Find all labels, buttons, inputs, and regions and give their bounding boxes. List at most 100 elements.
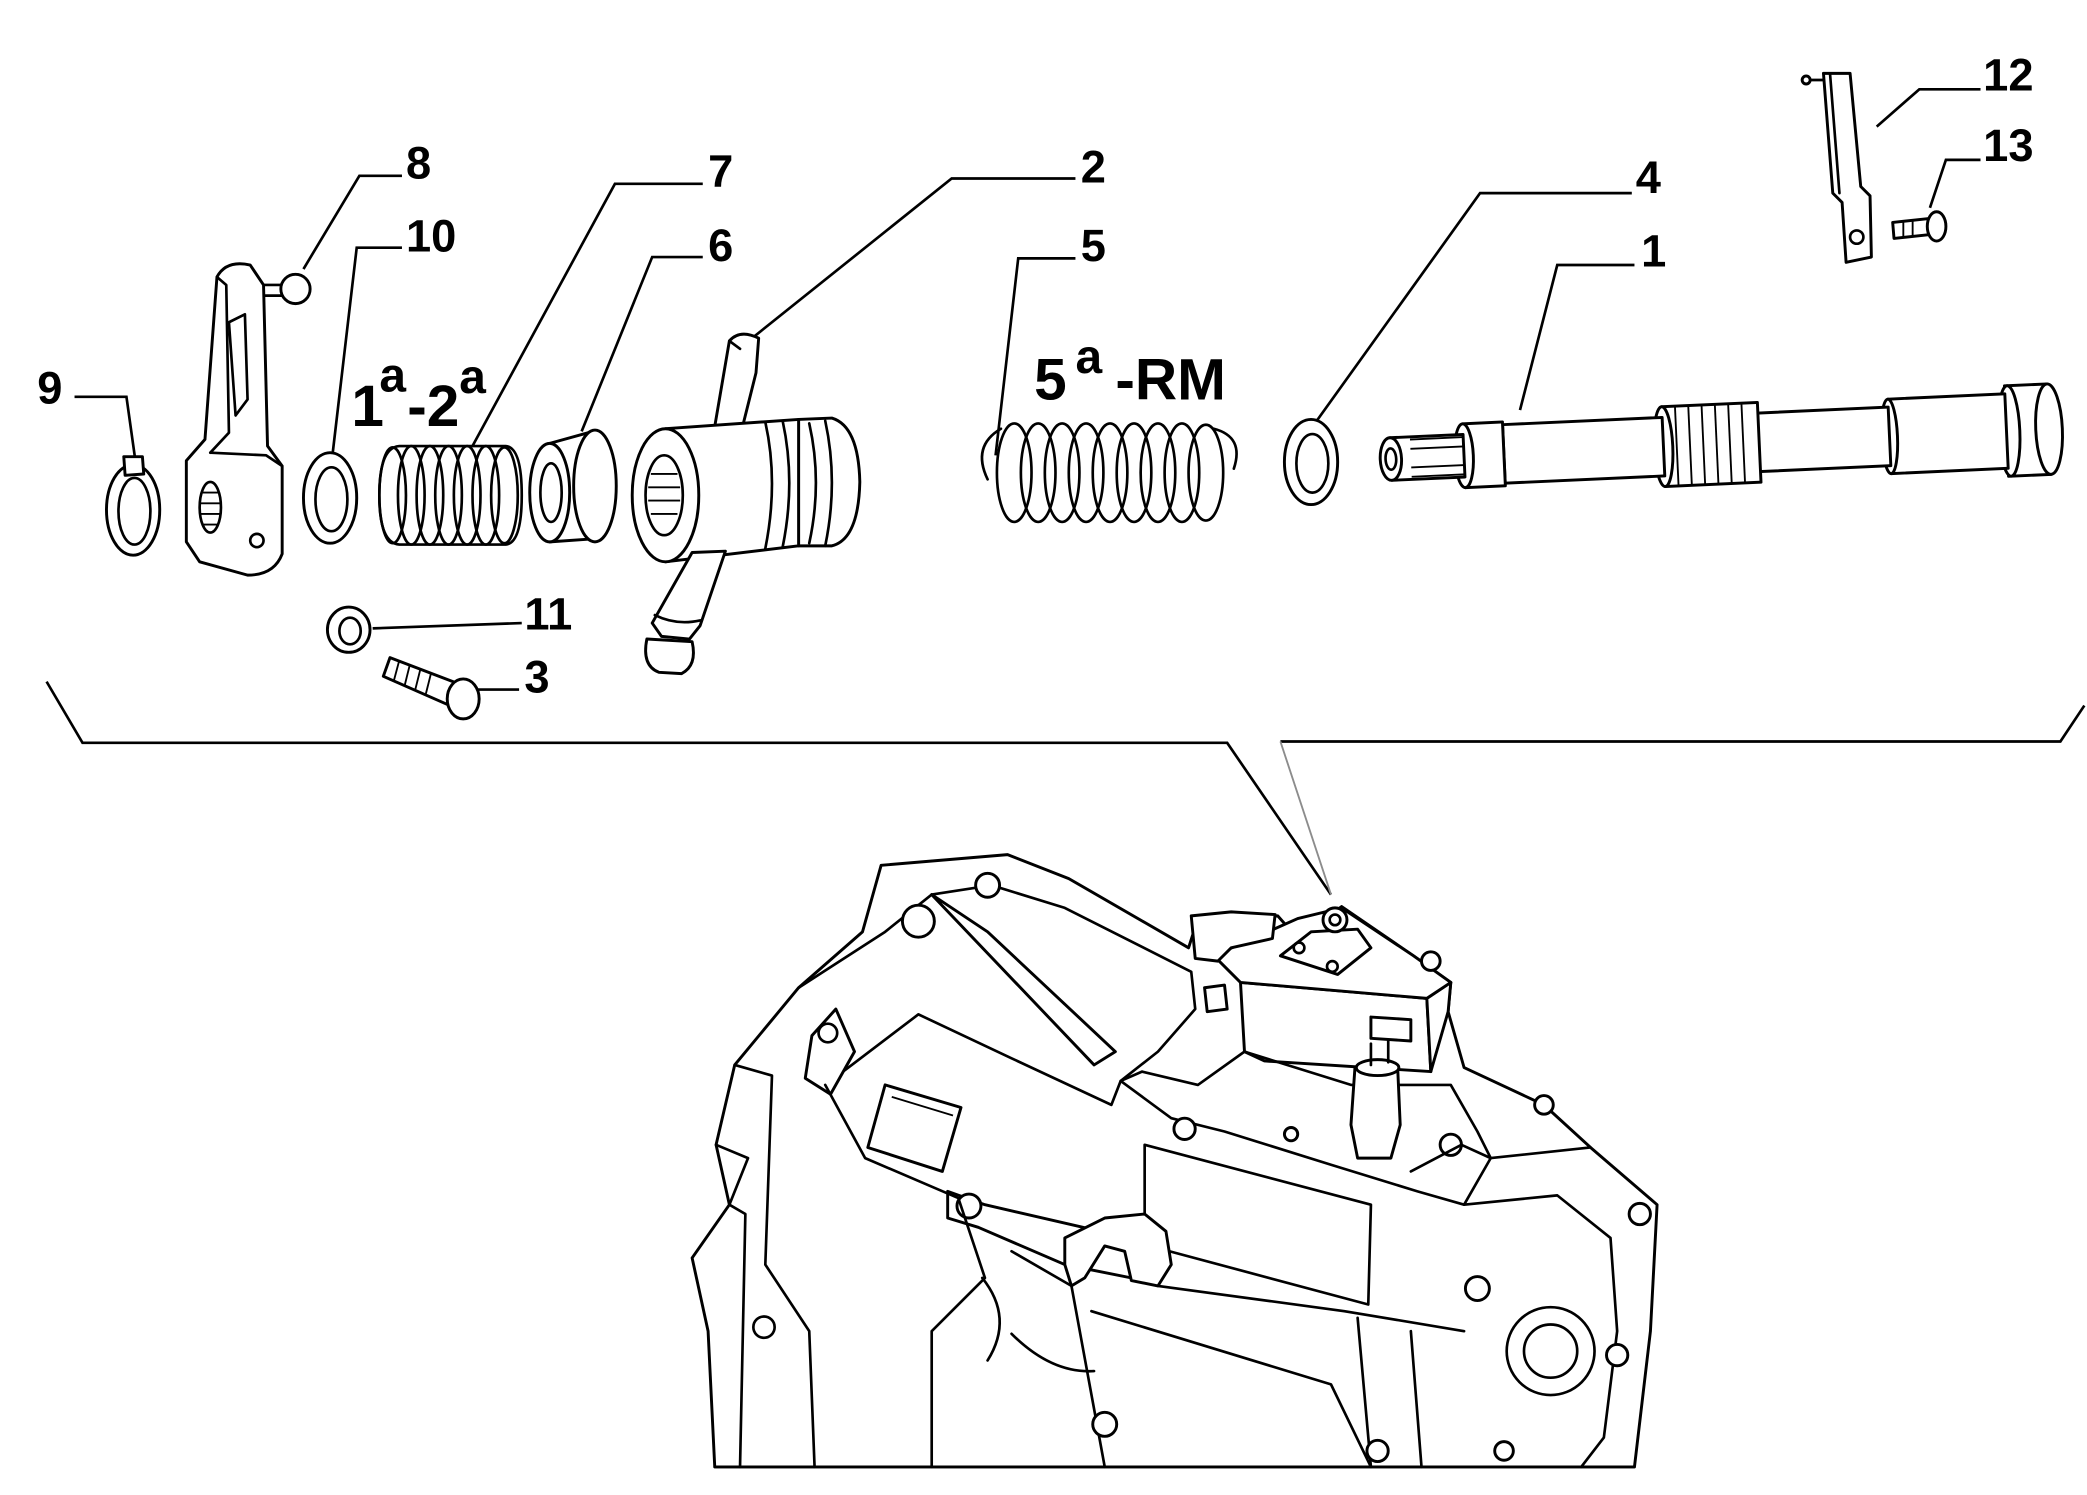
part-13-small-bolt <box>1891 210 1948 243</box>
spring-coil <box>1019 422 1057 524</box>
leader-13 <box>1928 158 1981 209</box>
bolt-head <box>974 871 1002 899</box>
gear-tooth <box>1727 403 1733 484</box>
pad-edge <box>891 1095 954 1117</box>
boot-rib <box>807 422 818 545</box>
bolt-thread <box>425 672 433 694</box>
tip-spline <box>1411 464 1465 469</box>
part-4-washer <box>1282 417 1340 507</box>
left-flange-inner <box>733 1063 816 1469</box>
curved-rib <box>1010 1332 1096 1373</box>
cup-face <box>528 441 572 544</box>
gearbox-housing <box>690 853 1659 1469</box>
link-hole <box>817 1022 839 1044</box>
washer-inner <box>338 616 363 646</box>
gear-tooth <box>1713 404 1720 485</box>
gear-label-fifth-sup: a <box>1075 331 1102 384</box>
leader-4 <box>1309 191 1632 430</box>
part-8-lever <box>184 262 312 577</box>
body-window <box>1143 1143 1373 1306</box>
callout-9: 9 <box>37 362 62 413</box>
lower-web <box>1010 1249 1107 1469</box>
lower-left-web <box>823 1083 987 1469</box>
leader-12 <box>1875 87 1981 128</box>
washer-inner <box>117 476 152 546</box>
lower-arm <box>650 549 727 641</box>
bolt-head <box>1172 1116 1197 1141</box>
callout-13: 13 <box>1983 120 2033 171</box>
callout-6: 6 <box>708 220 733 271</box>
rod-end <box>1800 74 1812 86</box>
cup-flange <box>572 428 618 544</box>
part-6-cup <box>528 428 618 544</box>
leader-9 <box>74 395 138 464</box>
bolt-thread <box>414 668 422 690</box>
gear-label-first: 1 <box>351 374 384 439</box>
arm-hole <box>1325 959 1339 974</box>
lever-slot <box>227 312 249 417</box>
cover-port <box>1369 1015 1413 1043</box>
leader-8 <box>302 174 402 270</box>
tip-center <box>1384 447 1398 472</box>
tip-face <box>1378 436 1404 482</box>
bolt-thread <box>403 664 411 686</box>
bolt-head <box>1463 1275 1491 1302</box>
vertical-flange <box>1356 1316 1373 1469</box>
bolt-head <box>1420 950 1442 972</box>
gear-tooth <box>1740 403 1746 483</box>
arm-ball <box>644 637 695 676</box>
gear-label-second-sup: a <box>459 351 486 404</box>
finger-edge <box>728 339 742 351</box>
sleeve-ring <box>781 419 791 549</box>
spring-coil <box>1115 422 1153 524</box>
spring-coil <box>1163 422 1201 524</box>
bolt-head <box>1091 1410 1119 1438</box>
callout-4: 4 <box>1636 152 1661 203</box>
bolt-head <box>1925 210 1948 243</box>
part-11-small-washer <box>325 605 372 654</box>
side-pad <box>866 1083 963 1173</box>
gear-label-fifth-reverse: 5 a -RM <box>1034 331 1226 413</box>
curved-rib <box>980 1276 1001 1362</box>
bolt-head <box>445 677 481 721</box>
shaft-section-right <box>1753 405 1893 474</box>
boss <box>900 903 936 939</box>
spring-hook-left <box>980 427 1003 481</box>
bolt-head <box>1365 1438 1390 1464</box>
bearing-cover <box>1505 1305 1596 1397</box>
lower-web <box>1090 1309 1373 1469</box>
bolt-head <box>1438 1132 1463 1157</box>
leader-2 <box>744 177 1076 345</box>
gear-label-first-second: 1 a -2 a <box>351 349 486 439</box>
lever-body <box>184 262 284 577</box>
gear-label-first-sup: a <box>379 349 406 402</box>
connector-top <box>1354 1058 1401 1078</box>
pivot-center <box>1328 913 1342 927</box>
left-flange <box>714 1143 750 1469</box>
part-10-washer <box>302 451 359 545</box>
washer-tab <box>122 455 146 477</box>
bolt-head <box>1605 1342 1630 1368</box>
washer-outer <box>325 605 372 654</box>
callout-numbers: 8 10 7 2 6 5 4 1 12 13 9 11 3 <box>37 50 2033 703</box>
spring-coil <box>1139 422 1177 524</box>
end-cover <box>1462 1194 1619 1469</box>
callout-8: 8 <box>406 137 431 188</box>
sleeve-face <box>630 427 701 564</box>
bolt-head <box>1493 1440 1515 1462</box>
end-cover-rim <box>1489 1146 1592 1160</box>
washer-inner <box>314 465 349 533</box>
part-5-spring <box>980 422 1238 524</box>
callout-3: 3 <box>524 651 549 702</box>
tip-spline <box>1409 436 1464 441</box>
top-plate <box>797 883 1197 1107</box>
vertical-flange <box>1409 1329 1423 1469</box>
part-1-shaft <box>1378 382 2064 490</box>
bracket-pointer <box>1279 741 1332 895</box>
spring-hook-right <box>1212 427 1238 470</box>
arm-collar <box>653 613 702 624</box>
bracket-line-left <box>45 680 1333 896</box>
spring-coil <box>1187 423 1225 522</box>
callout-1: 1 <box>1641 225 1666 276</box>
cup-hole <box>539 462 564 524</box>
